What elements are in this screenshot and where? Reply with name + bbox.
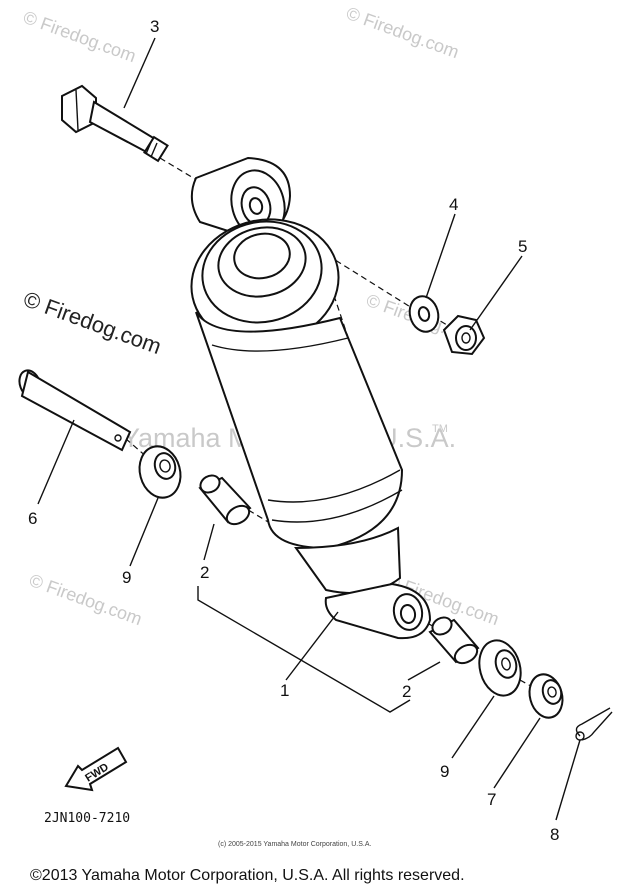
footer-copyright: ©2013 Yamaha Motor Corporation, U.S.A. A… — [30, 867, 465, 884]
callout-5: 5 — [518, 237, 527, 256]
diagram-code: 2JN100-7210 — [44, 811, 130, 826]
callout-2-lower: 2 — [402, 682, 411, 701]
part-washer — [408, 295, 440, 333]
callout-8: 8 — [550, 825, 559, 844]
callout-6: 6 — [28, 509, 37, 528]
watermark-firedog-top-right: © Firedog.com — [344, 3, 462, 62]
part-collar-upper — [198, 474, 252, 526]
part-pin — [18, 369, 132, 452]
watermark-firedog-mid-left: © Firedog.com — [20, 286, 164, 359]
part-collar-lower — [428, 616, 480, 665]
leader-lines — [37, 37, 581, 821]
fwd-arrow-icon: FWD — [64, 746, 128, 792]
part-bolt — [61, 84, 169, 163]
callout-9-right: 9 — [440, 762, 449, 781]
callout-4: 4 — [449, 195, 458, 214]
part-shock-absorber — [190, 156, 432, 640]
part-washer-left — [138, 445, 182, 499]
callout-2-upper: 2 — [200, 563, 209, 582]
watermark-tm: TM — [432, 423, 448, 435]
part-washer-small — [528, 673, 564, 719]
callout-9-left: 9 — [122, 568, 131, 587]
callout-1: 1 — [280, 681, 289, 700]
watermark-firedog-top-left: © Firedog.com — [21, 7, 139, 66]
callout-3: 3 — [150, 17, 159, 36]
part-cotter-pin — [575, 707, 613, 741]
part-washer-right — [478, 639, 522, 697]
callout-7: 7 — [487, 790, 496, 809]
small-copyright: (c) 2005-2015 Yamaha Motor Corporation, … — [218, 841, 371, 848]
